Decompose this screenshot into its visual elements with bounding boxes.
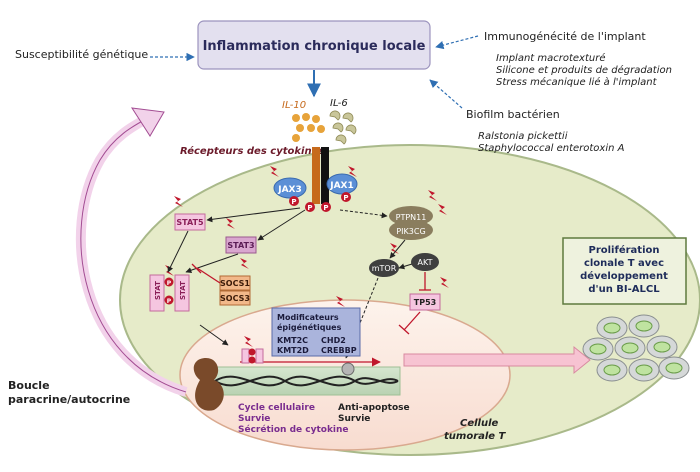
stat-p-2-label: P bbox=[167, 298, 172, 305]
loop-arrow-head bbox=[131, 107, 165, 137]
nuclear-stat-1 bbox=[241, 348, 250, 364]
stat-dimer-left-label: STAT bbox=[154, 281, 162, 300]
immuno-arrow bbox=[435, 35, 479, 50]
socs1-label: SOCS1 bbox=[220, 279, 250, 288]
jax1-label: JAX1 bbox=[329, 181, 354, 191]
cell-label-1: Cellule bbox=[460, 418, 499, 429]
inhibition-lines bbox=[191, 263, 431, 335]
stat-p-1 bbox=[164, 277, 174, 287]
outcome-right-2: Survie bbox=[338, 414, 370, 424]
epi-line1: Modificateurs bbox=[277, 313, 339, 322]
prolif-line-1: Prolifération bbox=[589, 244, 660, 256]
dna-strip bbox=[209, 366, 401, 396]
pik3cg-node bbox=[389, 220, 433, 240]
title-text: Inflammation chronique locale bbox=[203, 39, 426, 54]
nuclear-p-1 bbox=[248, 348, 256, 356]
immuno-item-1: Implant macrotexturé bbox=[496, 52, 606, 64]
il6-molecules bbox=[329, 110, 357, 145]
pik3cg-label: PIK3CG bbox=[396, 227, 425, 236]
title-box bbox=[197, 20, 431, 70]
tp53-box bbox=[409, 293, 441, 311]
epi-gene-2: CHD2 bbox=[321, 336, 346, 345]
epi-gene-1: KMT2C bbox=[277, 336, 308, 345]
loop-arrow-edge bbox=[80, 117, 187, 393]
prolif-line-2: clonale T avec bbox=[584, 258, 664, 269]
dna-helix bbox=[214, 375, 399, 387]
prolif-line-3: développement bbox=[580, 270, 668, 282]
akt-node bbox=[411, 253, 439, 271]
immuno-heading: Immunogénécité de l'implant bbox=[484, 30, 646, 43]
biofilm-arrow bbox=[429, 79, 463, 109]
dna-marker bbox=[341, 362, 355, 376]
il10-label: IL-10 bbox=[282, 100, 306, 111]
svg-text:P: P bbox=[291, 198, 296, 206]
svg-text:P: P bbox=[307, 204, 312, 212]
mtor-label: mTOR bbox=[372, 264, 397, 273]
jax3-label: JAX3 bbox=[277, 185, 302, 195]
nuclear-stat-2 bbox=[255, 348, 264, 364]
stat5-box bbox=[174, 213, 206, 231]
loop-label-1: Boucle bbox=[8, 379, 50, 392]
outcome-left-1: Cycle cellulaire bbox=[238, 403, 315, 413]
socs3-label: SOCS3 bbox=[220, 294, 250, 303]
proliferation-arrow bbox=[403, 345, 591, 375]
receptor-blob bbox=[193, 358, 224, 411]
epi-gene-4: CREBBP bbox=[321, 346, 357, 355]
mtor-node bbox=[369, 259, 399, 277]
prolif-box bbox=[562, 237, 687, 305]
receptors-label: Récepteurs des cytokines bbox=[180, 145, 324, 157]
dna-helix-2 bbox=[214, 375, 399, 387]
biofilm-heading: Biofilm bactérien bbox=[466, 108, 560, 121]
biofilm-item-2: Staphylococcal enterotoxin A bbox=[478, 143, 625, 154]
epi-line2: épigénétiques bbox=[277, 322, 342, 332]
stat-dimer-right bbox=[174, 274, 190, 312]
socs3-box bbox=[219, 290, 251, 306]
stat-dimer-left bbox=[149, 274, 165, 312]
epi-gene-3: KMT2D bbox=[277, 346, 309, 355]
stat3-label: STAT3 bbox=[227, 241, 254, 250]
stat-dimer-right-label: STAT bbox=[179, 281, 187, 300]
svg-text:P: P bbox=[343, 194, 348, 202]
tp53-label: TP53 bbox=[414, 298, 436, 307]
cell-label-2: tumorale T bbox=[444, 431, 507, 442]
receptor-il6 bbox=[321, 147, 329, 204]
il6-label: IL-6 bbox=[330, 98, 348, 109]
nuclear-p-2 bbox=[248, 356, 256, 364]
svg-text:P: P bbox=[323, 204, 328, 212]
stat-p-2 bbox=[164, 295, 174, 305]
p-badges: P P P P bbox=[289, 192, 351, 212]
ptpn11-label: PTPN11 bbox=[396, 213, 427, 222]
stat5-label: STAT5 bbox=[176, 218, 204, 227]
cell-cluster-nuclei bbox=[589, 320, 683, 376]
genetic-label: Susceptibilité génétique bbox=[15, 48, 148, 61]
il10-molecules bbox=[292, 113, 325, 142]
prolif-line-4: d'un BI-ALCL bbox=[588, 284, 660, 295]
akt-label: AKT bbox=[418, 258, 433, 267]
ptpn11-node bbox=[389, 206, 433, 226]
receptor-il10 bbox=[312, 147, 320, 204]
stat-p-1-label: P bbox=[167, 280, 172, 287]
epi-box bbox=[271, 307, 361, 357]
dashed-ptpn11-arrow bbox=[339, 209, 388, 219]
pathway-arrows bbox=[167, 207, 413, 346]
outcome-right-1: Anti-apoptose bbox=[338, 403, 410, 413]
loop-label-2: paracrine/autocrine bbox=[8, 393, 130, 406]
outcome-left-2: Survie bbox=[238, 414, 270, 424]
biofilm-item-1: Ralstonia pickettii bbox=[478, 131, 568, 142]
stat3-box bbox=[225, 236, 257, 254]
immuno-item-2: Silicone et produits de dégradation bbox=[496, 64, 672, 76]
immuno-item-3: Stress mécanique lié à l'implant bbox=[496, 76, 658, 88]
outcome-left-3: Sécrétion de cytokine bbox=[238, 424, 349, 435]
